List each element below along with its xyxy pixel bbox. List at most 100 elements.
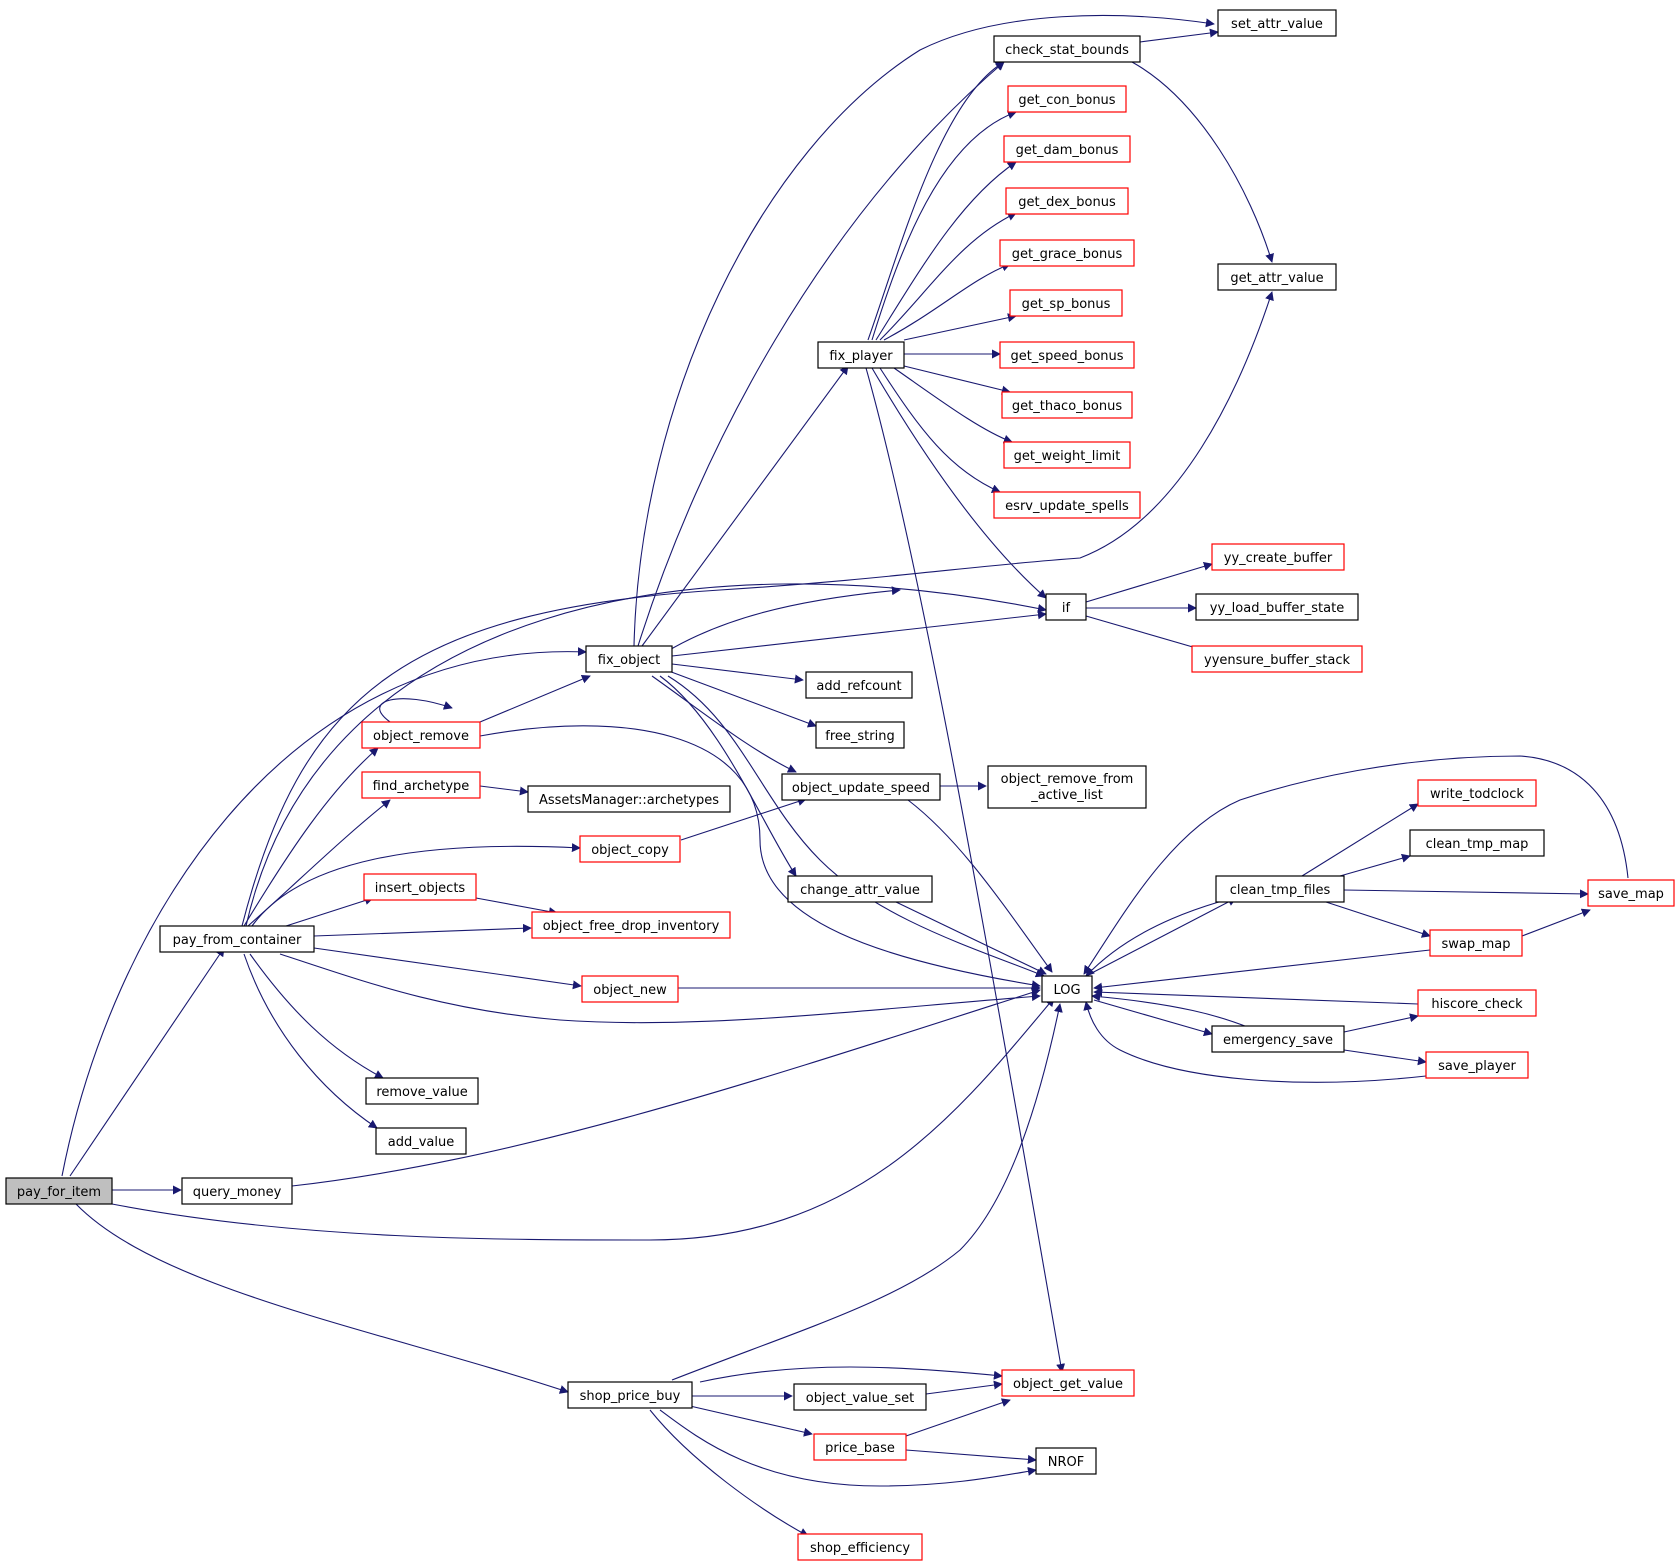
node-add_value[interactable]: add_value <box>375 1127 467 1155</box>
node-object_remove[interactable]: object_remove <box>361 721 481 749</box>
edge-pfc-insert_objects <box>285 896 374 927</box>
node-nrof[interactable]: NROF <box>1035 1447 1097 1475</box>
node-object_update_speed[interactable]: object_update_speed <box>781 773 941 801</box>
node-object_new[interactable]: object_new <box>581 975 679 1003</box>
node-save_map[interactable]: save_map <box>1587 879 1675 907</box>
node-query_money[interactable]: query_money <box>181 1177 293 1205</box>
svg-text:object_get_value: object_get_value <box>1013 1377 1123 1392</box>
edge-ctf-write_todclock <box>1301 803 1419 877</box>
node-shop_efficiency[interactable]: shop_efficiency <box>797 1533 923 1561</box>
node-get_sp_bonus[interactable]: get_sp_bonus <box>1009 289 1123 317</box>
node-save_player[interactable]: save_player <box>1425 1051 1529 1079</box>
node-fix_player[interactable]: fix_player <box>817 341 905 369</box>
svg-text:get_weight_limit: get_weight_limit <box>1014 449 1121 464</box>
node-get_speed_bonus[interactable]: get_speed_bonus <box>999 341 1135 369</box>
edge-query_money-log <box>291 988 1041 1187</box>
edge-pfc-object_remove <box>243 747 379 927</box>
node-insert_objects[interactable]: insert_objects <box>363 873 477 901</box>
svg-text:pay_for_item: pay_for_item <box>17 1185 101 1200</box>
edge-ctf-clean_tmp_map <box>1339 853 1411 877</box>
node-get_weight_limit[interactable]: get_weight_limit <box>1003 441 1131 469</box>
node-object_get_value[interactable]: object_get_value <box>1001 1369 1135 1397</box>
edge-pfc-log <box>279 953 1041 1024</box>
svg-text:NROF: NROF <box>1048 1455 1084 1470</box>
edge-spb-log <box>671 1003 1063 1381</box>
node-esrv_update_spells[interactable]: esrv_update_spells <box>993 491 1141 519</box>
svg-text:fix_player: fix_player <box>829 349 893 364</box>
edge-fix_object-get_attr_value <box>665 586 901 653</box>
edge-ovs-object_get_value <box>925 1380 1003 1395</box>
svg-text:get_attr_value: get_attr_value <box>1230 271 1323 286</box>
edge-find_archetype-archetypes <box>479 785 529 796</box>
node-get_dex_bonus[interactable]: get_dex_bonus <box>1005 187 1129 215</box>
node-emergency_save[interactable]: emergency_save <box>1211 1025 1345 1053</box>
svg-text:LOG: LOG <box>1053 983 1080 998</box>
edge-fix_player-get_weight_limit <box>893 367 1013 444</box>
svg-text:shop_efficiency: shop_efficiency <box>810 1541 910 1556</box>
edge-fix_object-check_stat_bounds <box>637 61 1005 647</box>
svg-text:shop_price_buy: shop_price_buy <box>580 1389 681 1404</box>
edge-fix_player-get_dam_bonus <box>875 161 1017 341</box>
svg-text:object_value_set: object_value_set <box>806 1391 914 1406</box>
node-pay_from_container[interactable]: pay_from_container <box>159 925 315 953</box>
node-find_archetype[interactable]: find_archetype <box>361 771 481 799</box>
edge-pfc-object_free_drop_inventory <box>313 923 532 937</box>
node-if[interactable]: if <box>1045 593 1087 621</box>
node-free_string[interactable]: free_string <box>815 721 905 749</box>
node-fix_object[interactable]: fix_object <box>585 645 673 673</box>
node-check_stat_bounds[interactable]: check_stat_bounds <box>993 35 1141 63</box>
nodes: pay_for_item query_money pay_from_contai… <box>5 9 1675 1561</box>
edge-emergency_save-hiscore_check <box>1343 1013 1419 1033</box>
node-remove_value[interactable]: remove_value <box>365 1077 479 1105</box>
edge-fix_player-get_sp_bonus <box>903 313 1017 341</box>
svg-text:free_string: free_string <box>825 729 894 744</box>
node-yy_create_buffer[interactable]: yy_create_buffer <box>1211 543 1345 571</box>
edge-hiscore_check-log <box>1093 987 1419 1005</box>
node-object_copy[interactable]: object_copy <box>579 835 681 863</box>
edge-pfc-add_value <box>243 953 378 1129</box>
node-shop_price_buy[interactable]: shop_price_buy <box>567 1381 693 1409</box>
svg-text:add_refcount: add_refcount <box>816 679 901 694</box>
node-pay_for_item[interactable]: pay_for_item <box>5 1177 113 1205</box>
node-set_attr_value[interactable]: set_attr_value <box>1217 9 1337 37</box>
edge-object_remove-self <box>379 698 453 723</box>
node-add_refcount[interactable]: add_refcount <box>805 671 913 699</box>
edge-spb-object_get_value <box>699 1366 1003 1383</box>
node-object_free_drop_inventory[interactable]: object_free_drop_inventory <box>531 911 731 939</box>
edge-pay_for_item-pay_from_container <box>69 947 225 1177</box>
node-get_thaco_bonus[interactable]: get_thaco_bonus <box>1001 391 1133 419</box>
svg-text:if: if <box>1062 601 1071 616</box>
edge-price_base-object_get_value <box>905 1398 1011 1437</box>
node-swap_map[interactable]: swap_map <box>1429 929 1523 957</box>
svg-text:clean_tmp_map: clean_tmp_map <box>1426 837 1529 852</box>
svg-text:object_copy: object_copy <box>591 843 669 858</box>
svg-text:clean_tmp_files: clean_tmp_files <box>1230 883 1331 898</box>
node-assets_archetypes[interactable]: AssetsManager::archetypes <box>527 785 731 813</box>
node-clean_tmp_map[interactable]: clean_tmp_map <box>1409 829 1545 857</box>
svg-text:check_stat_bounds: check_stat_bounds <box>1005 43 1129 58</box>
node-change_attr_value[interactable]: change_attr_value <box>787 875 933 903</box>
node-clean_tmp_files[interactable]: clean_tmp_files <box>1215 875 1345 903</box>
edge-fix_object-log <box>667 675 1045 978</box>
node-object_value_set[interactable]: object_value_set <box>793 1383 927 1411</box>
node-price_base[interactable]: price_base <box>813 1433 907 1461</box>
node-yyensure_buffer_stack[interactable]: yyensure_buffer_stack <box>1191 645 1363 673</box>
svg-text:insert_objects: insert_objects <box>375 881 466 896</box>
node-get_con_bonus[interactable]: get_con_bonus <box>1007 85 1127 113</box>
node-object_remove_from_active_list[interactable]: object_remove_from_active_list <box>987 765 1147 809</box>
node-get_grace_bonus[interactable]: get_grace_bonus <box>999 239 1135 267</box>
edge-pfc-get_attr_value <box>241 291 1274 927</box>
edge-if-yyensure_buffer_stack <box>1085 615 1211 655</box>
svg-text:yyensure_buffer_stack: yyensure_buffer_stack <box>1204 653 1350 668</box>
edge-save_map-log <box>1083 755 1629 975</box>
node-get_attr_value[interactable]: get_attr_value <box>1217 263 1337 291</box>
svg-text:_active_list: _active_list <box>1030 788 1103 803</box>
edge-swap_map-save_map <box>1521 908 1591 937</box>
node-write_todclock[interactable]: write_todclock <box>1417 779 1537 807</box>
svg-text:get_grace_bonus: get_grace_bonus <box>1012 247 1123 262</box>
node-get_dam_bonus[interactable]: get_dam_bonus <box>1003 135 1131 163</box>
node-hiscore_check[interactable]: hiscore_check <box>1417 989 1537 1017</box>
node-log[interactable]: LOG <box>1041 975 1093 1003</box>
node-yy_load_buffer_state[interactable]: yy_load_buffer_state <box>1195 593 1359 621</box>
